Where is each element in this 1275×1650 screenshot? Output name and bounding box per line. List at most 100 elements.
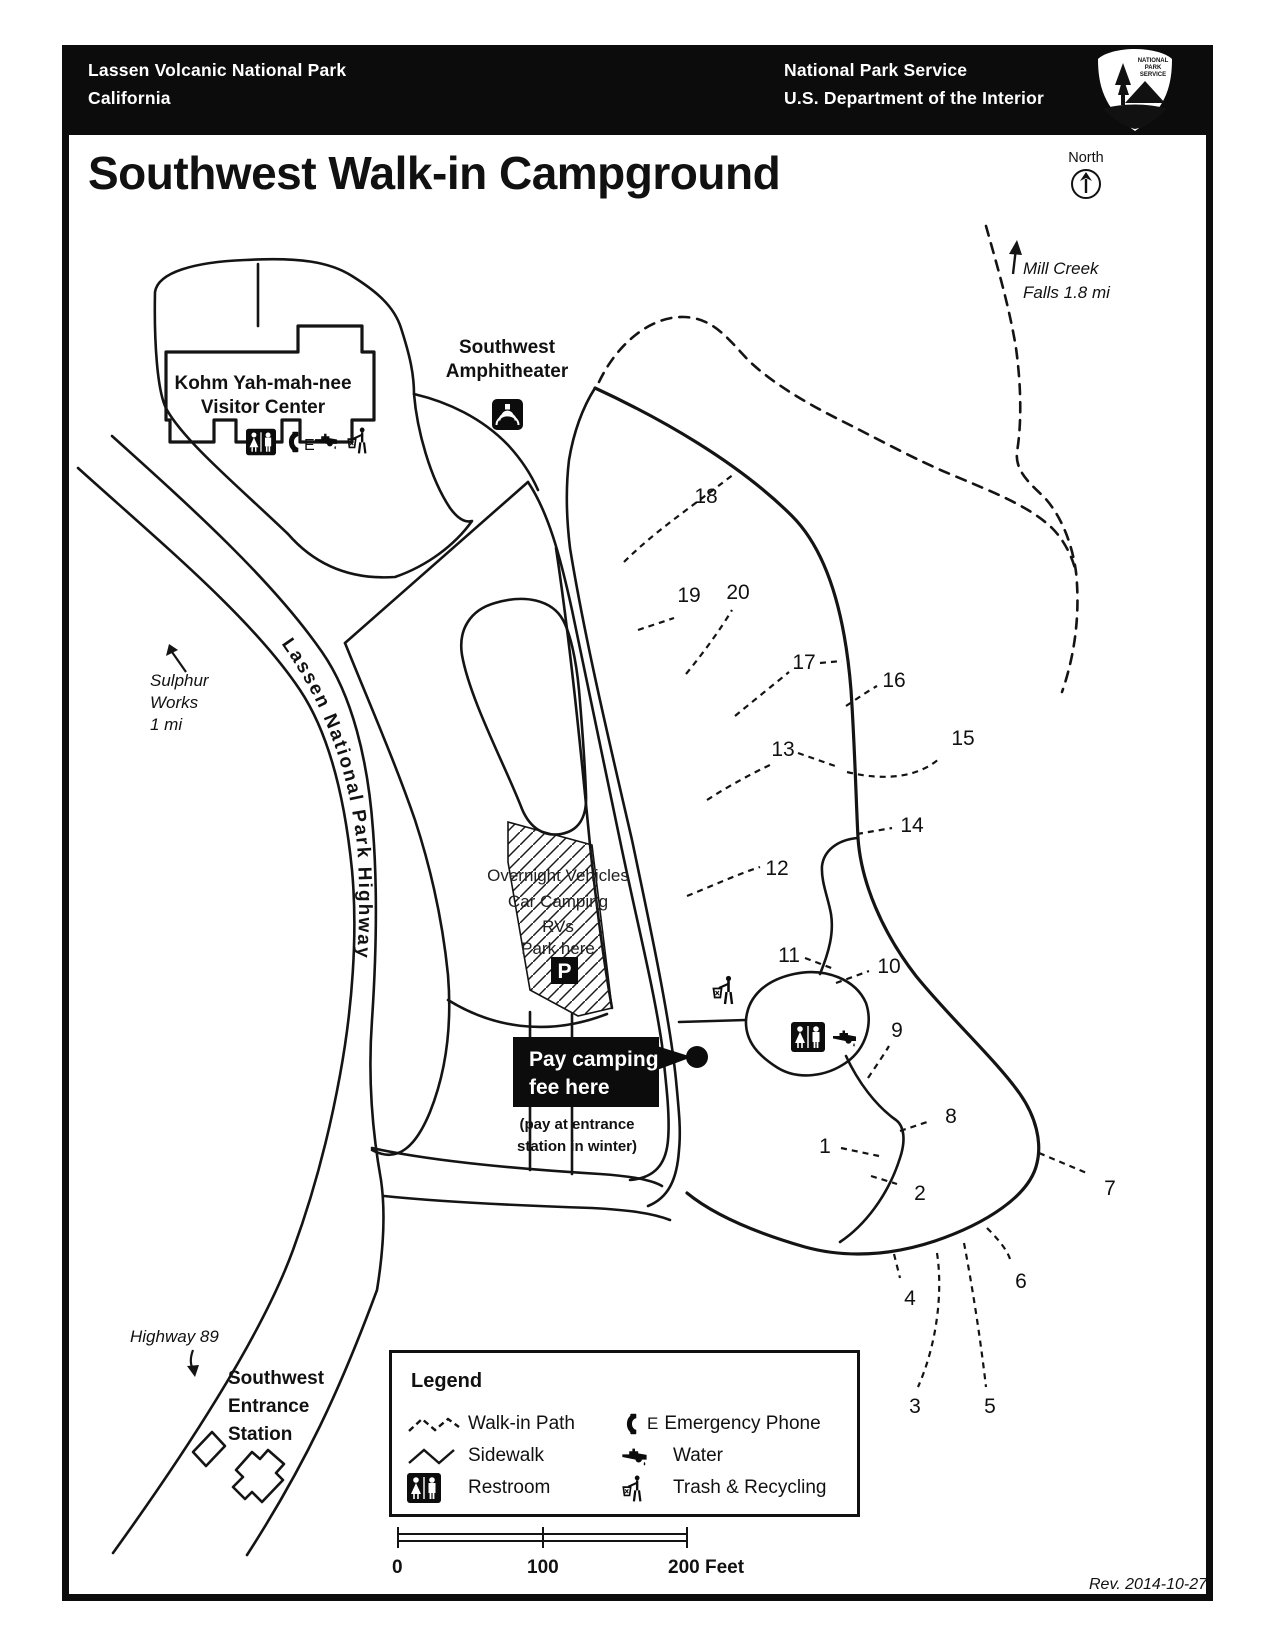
site-number-20: 20 — [726, 581, 749, 604]
scale-bar: 0 100 200 Feet — [392, 1527, 745, 1578]
campground-restroom-icon — [790, 1022, 826, 1052]
site-number-18: 18 — [694, 485, 717, 508]
legend-item-water: Water — [621, 1443, 851, 1469]
legend-title: Legend — [411, 1370, 483, 1392]
campground-boundary — [593, 386, 1041, 1256]
site-number-3: 3 — [909, 1395, 921, 1418]
legend-item-emergency-phone: E Emergency Phone — [621, 1411, 851, 1437]
legend-item-sidewalk: Sidewalk — [406, 1443, 621, 1469]
legend-water-icon — [621, 1447, 673, 1466]
p-label: P — [557, 960, 571, 983]
pay-fee-line1: Pay camping — [529, 1048, 659, 1071]
site-number-16: 16 — [882, 669, 905, 692]
amphitheater-icon — [492, 399, 523, 430]
site-number-4: 4 — [904, 1287, 916, 1310]
site-number-7: 7 — [1104, 1177, 1116, 1200]
legend-emergency-phone-icon — [621, 1411, 645, 1437]
north-label: North — [1068, 150, 1104, 166]
sulphur-works-arrow-icon — [166, 644, 187, 673]
sulphur-works-label-3: 1 mi — [150, 715, 183, 734]
entrance-label-1: Southwest — [228, 1368, 325, 1389]
logo-text: NATIONAL — [1138, 58, 1169, 64]
site-number-5: 5 — [984, 1395, 996, 1418]
mill-creek-label-1: Mill Creek — [1023, 259, 1100, 278]
sulphur-works-label-1: Sulphur — [150, 671, 210, 690]
restroom-icon — [246, 427, 276, 457]
site-number-6: 6 — [1015, 1270, 1027, 1293]
amphitheater-label-2: Amphitheater — [446, 361, 569, 382]
site-number-17: 17 — [792, 651, 815, 674]
site-number-14: 14 — [900, 814, 924, 837]
site-number-11: 11 — [778, 944, 800, 967]
sidewalk-icon — [406, 1444, 468, 1468]
legend-box: Legend Walk-in Path Sidewalk Restroom E … — [389, 1350, 860, 1517]
svg-text:SERVICE: SERVICE — [1140, 72, 1166, 78]
pay-fee-line2: fee here — [529, 1076, 610, 1099]
visitor-center-loop-road — [153, 257, 474, 579]
site-number-1: 1 — [819, 1135, 831, 1158]
entrance-label-2: Entrance — [228, 1396, 309, 1417]
mill-creek-arrow-icon — [1009, 240, 1022, 275]
parking-p-icon: P — [551, 957, 578, 984]
header-band: Lassen Volcanic National Park California… — [62, 45, 1213, 135]
scale-200: 200 Feet — [668, 1557, 745, 1578]
emergency-phone-icon — [291, 432, 298, 452]
parking-label-2: Car Camping — [508, 892, 608, 911]
campground-water-icon — [833, 1030, 856, 1047]
highway89-arrow-icon — [187, 1349, 199, 1377]
north-indicator: North — [1056, 150, 1116, 206]
legend-trash-icon — [621, 1474, 673, 1503]
mill-creek-trail — [984, 224, 1079, 694]
parking-label-1: Overnight Vehicles — [487, 866, 629, 885]
emergency-phone-e: E — [304, 437, 315, 454]
pay-station-dot — [686, 1046, 708, 1068]
sulphur-works-label-2: Works — [150, 693, 199, 712]
campground-trash-icon — [712, 974, 734, 1006]
svg-text:PARK: PARK — [1145, 65, 1162, 71]
highway-road — [76, 434, 385, 1557]
site-number-10: 10 — [877, 955, 900, 978]
entrance-station-buildings — [191, 1430, 286, 1504]
campground-sidewalk — [412, 386, 682, 1208]
legend-item-restroom: Restroom — [406, 1475, 621, 1501]
department-name: U.S. Department of the Interior — [784, 88, 1044, 108]
nps-arrowhead-logo-icon: NATIONAL PARK SERVICE — [1095, 47, 1175, 138]
overnight-parking-hatched-area — [507, 820, 613, 1017]
walk-in-path-icon — [406, 1412, 468, 1436]
amphitheater-label-1: Southwest — [459, 337, 556, 358]
site-number-15: 15 — [951, 727, 974, 750]
park-state: California — [88, 88, 171, 108]
campground-access-road — [370, 1146, 672, 1222]
parking-label-3: RVs — [542, 917, 574, 936]
visitor-center-building — [164, 324, 376, 444]
water-icon — [314, 433, 338, 450]
site-number-13: 13 — [771, 738, 794, 761]
entrance-label-3: Station — [228, 1424, 292, 1445]
visitor-center-label-2: Visitor Center — [201, 397, 326, 418]
page-title: Southwest Walk-in Campground — [88, 147, 781, 199]
site-number-19: 19 — [677, 584, 700, 607]
scale-100: 100 — [527, 1557, 559, 1578]
site-number-2: 2 — [914, 1182, 926, 1205]
parking-island — [459, 597, 588, 836]
pay-fee-callout: Pay camping fee here (pay at entrance st… — [513, 1037, 708, 1155]
mill-creek-label-2: Falls 1.8 mi — [1023, 283, 1111, 302]
scale-0: 0 — [392, 1557, 403, 1578]
walk-in-trails — [597, 224, 1079, 694]
legend-item-trash-recycling: Trash & Recycling — [621, 1475, 851, 1501]
campsite-spurs — [623, 473, 1090, 1388]
parking-label-4: Park here — [521, 939, 595, 958]
park-name: Lassen Volcanic National Park — [88, 60, 347, 80]
legend-item-walk-in-path: Walk-in Path — [406, 1411, 621, 1437]
pay-note-line2: station in winter) — [517, 1138, 637, 1155]
north-arrow-icon — [1071, 169, 1101, 199]
site-number-8: 8 — [945, 1105, 957, 1128]
pay-note-line1: (pay at entrance — [519, 1116, 634, 1133]
site-number-9: 9 — [891, 1019, 903, 1042]
visitor-center-label-1: Kohm Yah-mah-nee — [174, 373, 351, 394]
agency-name: National Park Service — [784, 60, 968, 80]
legend-restroom-icon — [406, 1473, 468, 1503]
revision-date: Rev. 2014-10-27 — [1089, 1576, 1208, 1593]
